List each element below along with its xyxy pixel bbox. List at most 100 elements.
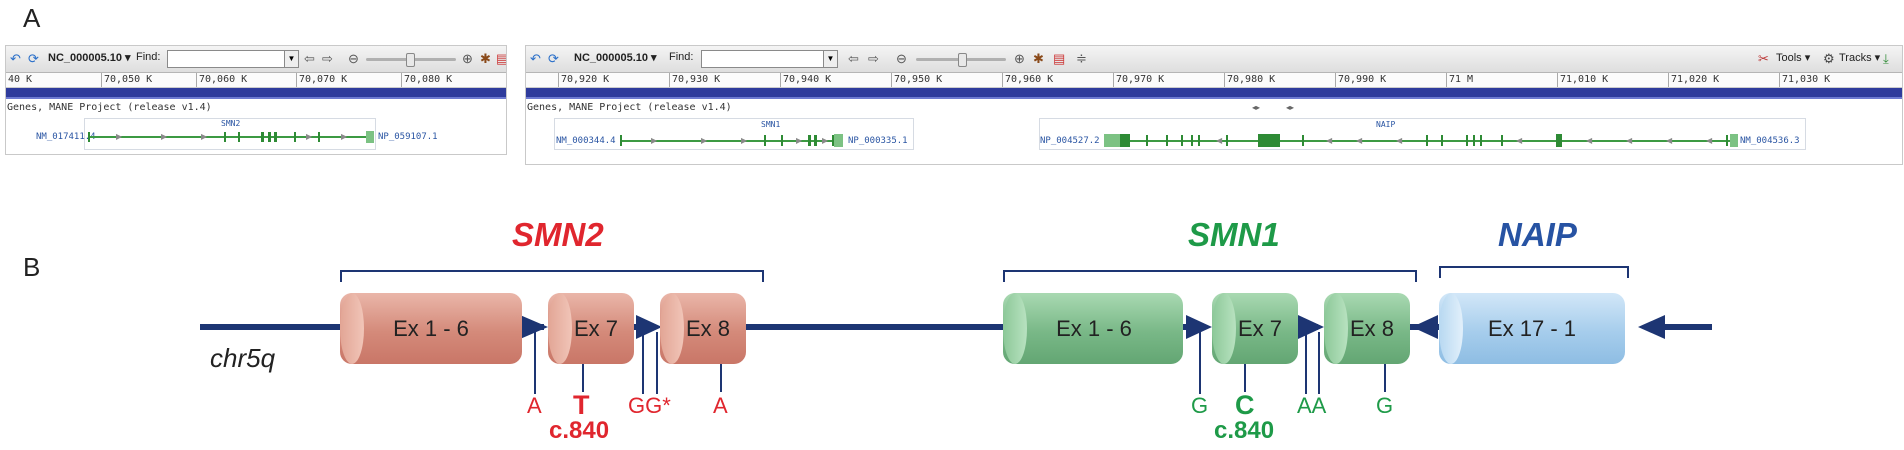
exon-smn1-1-6: Ex 1 - 6 [1003, 293, 1183, 364]
zoom-out-icon[interactable]: ⊖ [896, 51, 907, 66]
genome-viewer-left: ↶ ⟳ NC_000005.10 ▾ Find: ▼ ⇦ ⇨ ⊖ ⊕ ✱ ▤ 4… [5, 45, 507, 155]
exon-block [1501, 135, 1503, 146]
strand-arrow-icon: ▶ [651, 136, 658, 145]
ruler-label: 70,970 K [1116, 74, 1165, 85]
protein-accession[interactable]: NP_059107.1 [378, 132, 438, 142]
track-collapse-icon[interactable]: ◂▸ [1252, 103, 1261, 112]
variant-marker [1305, 332, 1307, 394]
ruler-label: 70,990 K [1338, 74, 1387, 85]
zoom-in-icon[interactable]: ⊕ [462, 51, 473, 66]
variant-label: G [1376, 393, 1394, 418]
chromosome-line [745, 324, 1005, 330]
variant-label: T [573, 390, 590, 420]
find-dropdown-icon[interactable]: ▼ [284, 50, 299, 68]
exon-block [1191, 135, 1193, 146]
variant-label: A [713, 393, 728, 418]
gene-bracket-smn2 [340, 270, 764, 282]
exon-naip-17-1: Ex 17 - 1 [1439, 293, 1625, 364]
chromosome-label: chr5q [210, 343, 276, 373]
tracks-icon[interactable]: ▤ [496, 52, 506, 65]
exon-block [1556, 134, 1562, 147]
variant-position-label: c.840 [549, 417, 610, 444]
strand-arrow-icon: ◀ [1326, 136, 1333, 145]
exon-label: Ex 7 [573, 316, 619, 341]
exon-label: Ex 8 [685, 316, 731, 341]
bug-icon[interactable]: ✱ [480, 51, 491, 66]
gene-bracket-naip [1439, 266, 1629, 278]
exon-block [764, 135, 766, 146]
tools-menu[interactable]: Tools ▾ [1776, 52, 1811, 64]
transcript-accession[interactable]: NM_000344.4 [556, 136, 616, 146]
ruler-label: 70,930 K [672, 74, 721, 85]
strand-arrow-icon: ▶ [116, 132, 123, 141]
exon-block [274, 132, 277, 142]
zoom-in-icon[interactable]: ⊕ [1014, 51, 1025, 66]
tracks-config-icon[interactable]: ▤ [1053, 51, 1066, 66]
undo-icon[interactable]: ↶ [530, 51, 541, 66]
gene-feature-box[interactable] [1039, 118, 1806, 150]
nav-left-icon[interactable]: ⇦ [848, 51, 859, 66]
nav-right-icon[interactable]: ⇨ [322, 51, 333, 66]
bug-icon[interactable]: ✱ [1033, 51, 1044, 66]
find-input[interactable] [167, 50, 289, 68]
exon-block [1258, 134, 1280, 147]
ruler-label: 71,020 K [1671, 74, 1720, 85]
exon-block [1426, 135, 1428, 146]
reload-icon[interactable]: ⟳ [548, 51, 559, 66]
exon-smn2-8: Ex 8 [660, 293, 746, 364]
ruler-label: 70,920 K [561, 74, 610, 85]
coordinate-ruler: 70,920 K 70,930 K 70,940 K 70,950 K 70,9… [526, 73, 1902, 88]
exon-block [1726, 135, 1728, 146]
tools-icon: ✂ [1758, 51, 1769, 66]
exon-cap [1003, 293, 1027, 364]
collapse-icon[interactable]: ≑ [1076, 51, 1087, 66]
strand-arrow-icon: ◀ [1396, 136, 1403, 145]
exon-block [1441, 135, 1443, 146]
variant-label: AA [1297, 393, 1327, 418]
gene-model-line [88, 136, 373, 138]
strand-arrow-icon: ▶ [201, 132, 208, 141]
track-expand-icon[interactable]: ◂▸ [1286, 103, 1295, 112]
ruler-tick [1557, 73, 1558, 87]
zoom-slider-handle[interactable] [958, 53, 967, 67]
strand-arrow-icon: ◀ [1516, 136, 1523, 145]
strand-arrow-icon: ◀ [1626, 136, 1633, 145]
exon-block [1120, 134, 1130, 147]
gene-bracket-smn1 [1003, 270, 1417, 282]
ruler-label: 70,070 K [299, 74, 348, 85]
nav-right-icon[interactable]: ⇨ [868, 51, 879, 66]
ruler-tick [1002, 73, 1003, 87]
sequence-accession-dropdown[interactable]: NC_000005.10 ▾ [574, 52, 657, 64]
variant-marker [656, 332, 658, 394]
ruler-label: 70,940 K [783, 74, 832, 85]
download-icon[interactable]: ⤓ [1883, 51, 1889, 66]
exon-block [318, 132, 320, 142]
nav-left-icon[interactable]: ⇦ [304, 51, 315, 66]
zoom-slider-handle[interactable] [406, 53, 415, 67]
exon-block [1181, 135, 1183, 146]
ruler-tick [401, 73, 402, 87]
transcript-accession[interactable]: NM_004536.3 [1740, 136, 1800, 146]
ruler-tick [1779, 73, 1780, 87]
tracks-menu[interactable]: Tracks ▾ [1839, 52, 1881, 64]
undo-icon[interactable]: ↶ [10, 51, 21, 66]
gene-feature-box[interactable] [84, 118, 376, 150]
exon-smn2-7: Ex 7 [548, 293, 634, 364]
find-input[interactable] [701, 50, 838, 68]
gene-model-line [620, 140, 842, 142]
transcript-accession[interactable]: NM_017411.4 [36, 132, 96, 142]
reload-icon[interactable]: ⟳ [28, 51, 39, 66]
sequence-bar [6, 88, 506, 99]
sequence-accession-dropdown[interactable]: NC_000005.10 ▾ [48, 52, 131, 64]
protein-accession[interactable]: NP_004527.2 [1040, 136, 1100, 146]
find-dropdown-icon[interactable]: ▼ [823, 50, 838, 68]
exon-block [1198, 135, 1200, 146]
exon-smn2-1-6: Ex 1 - 6 [340, 293, 522, 364]
zoom-out-icon[interactable]: ⊖ [348, 51, 359, 66]
exon-smn1-7: Ex 7 [1212, 293, 1298, 364]
exon-connector [520, 324, 544, 330]
exon-block [808, 135, 811, 146]
variant-label: A [527, 393, 542, 418]
protein-accession[interactable]: NP_000335.1 [848, 136, 908, 146]
gene-feature-box[interactable] [554, 118, 914, 150]
